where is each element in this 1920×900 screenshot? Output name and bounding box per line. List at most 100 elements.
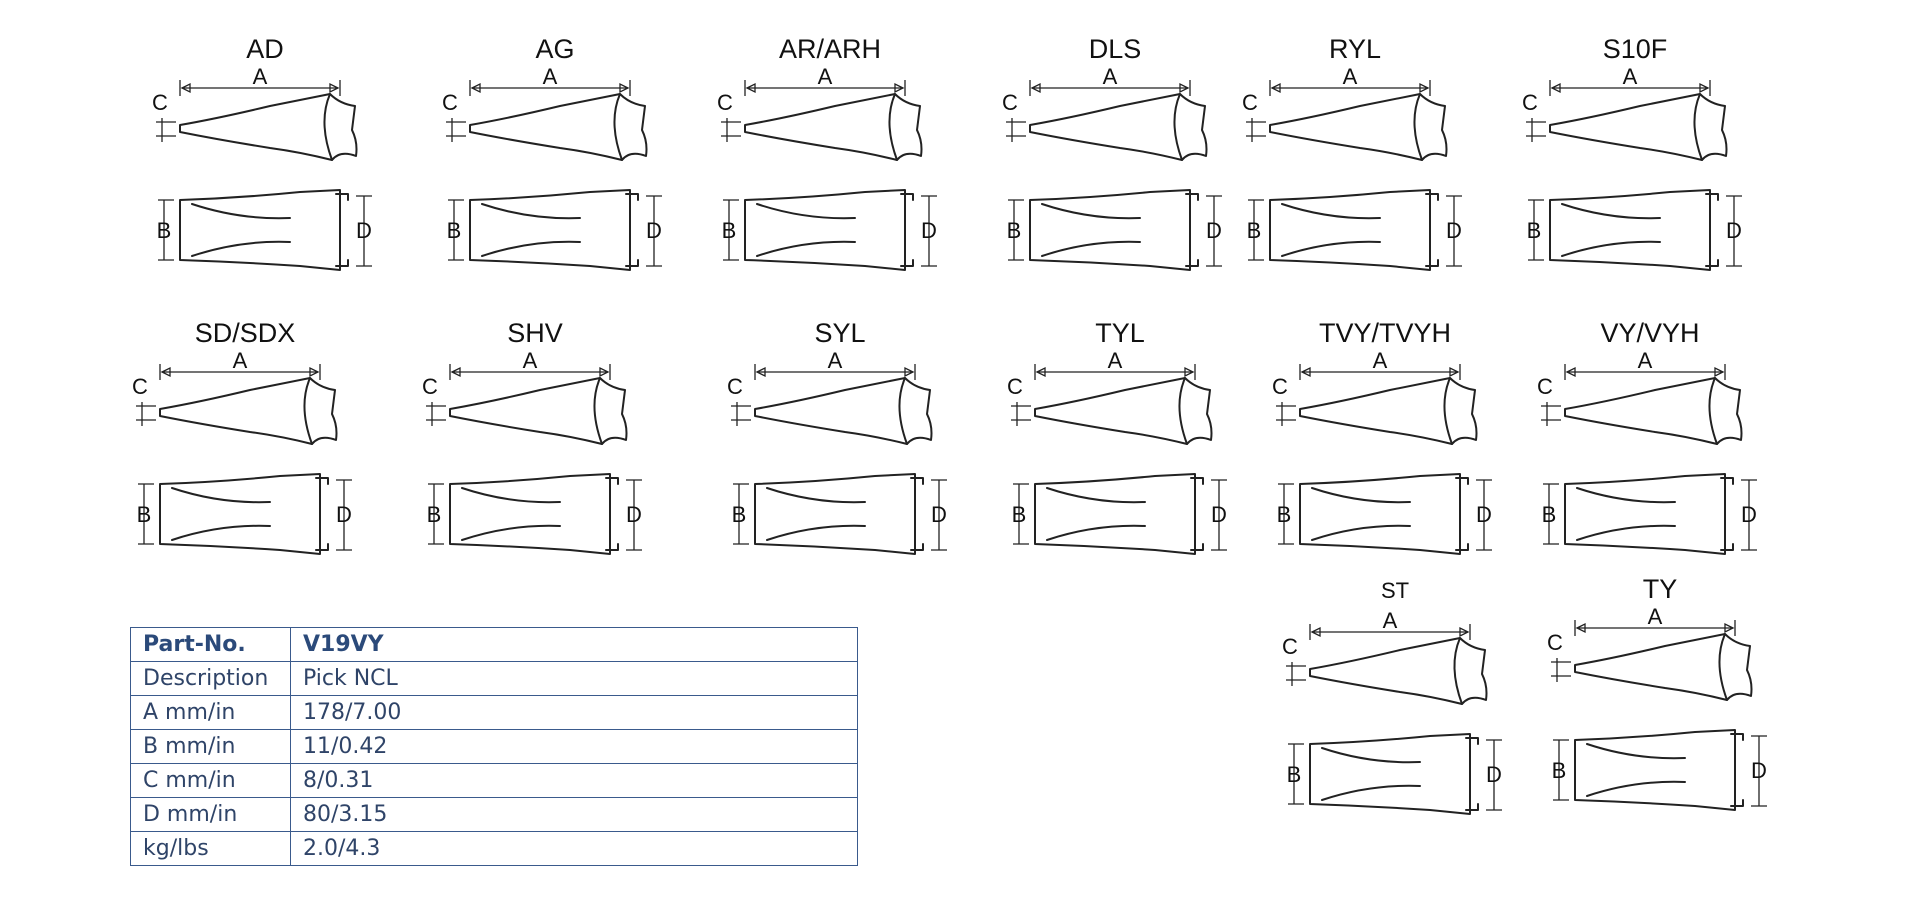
diagram-title: VY/VYH xyxy=(1600,318,1700,348)
dim-label-c: C xyxy=(1007,374,1023,399)
dim-line-b xyxy=(158,199,174,261)
dim-line-b xyxy=(428,483,444,545)
dim-line-d xyxy=(1476,479,1492,551)
spec-label: Part-No. xyxy=(130,627,291,662)
dim-line-c xyxy=(1246,118,1266,142)
dim-line-d xyxy=(1211,479,1227,551)
dim-line-d xyxy=(336,479,352,551)
tooth-drawing: A C B D xyxy=(1007,348,1227,555)
dim-label-a: A xyxy=(253,64,268,89)
dim-label-d: D xyxy=(646,218,662,243)
side-view-detail xyxy=(1708,377,1718,445)
dim-line-d xyxy=(646,195,662,267)
dim-label-c: C xyxy=(1537,374,1553,399)
dim-line-b xyxy=(448,199,464,261)
top-view-outline xyxy=(1549,189,1711,271)
dim-line-c xyxy=(136,402,156,426)
spec-label: A mm/in xyxy=(130,695,291,730)
diagram-title: SYL xyxy=(814,318,866,348)
top-view-adapter xyxy=(1185,193,1199,267)
dim-label-b: B xyxy=(1542,502,1557,527)
spec-value: 11/0.42 xyxy=(290,729,858,764)
dim-line-b xyxy=(723,199,739,261)
top-view-outline xyxy=(744,189,906,271)
dim-label-c: C xyxy=(442,90,458,115)
dim-label-c: C xyxy=(1547,630,1563,655)
dim-label-c: C xyxy=(1002,90,1018,115)
arrow-icon xyxy=(1035,366,1195,378)
side-view-outline xyxy=(1549,93,1728,161)
spec-value: Pick NCL xyxy=(290,661,858,696)
dim-line-d xyxy=(921,195,937,267)
side-view-detail xyxy=(1443,377,1453,445)
dim-label-c: C xyxy=(422,374,438,399)
arrow-icon xyxy=(160,366,320,378)
side-view-outline xyxy=(1574,633,1753,701)
dim-label-d: D xyxy=(626,502,642,527)
dim-line-b xyxy=(1528,199,1544,261)
dim-line-d xyxy=(1446,195,1462,267)
arrow-icon xyxy=(1270,82,1430,94)
top-view-detail xyxy=(766,487,866,541)
side-view-outline xyxy=(1299,377,1478,445)
side-view-outline xyxy=(179,93,358,161)
dim-label-d: D xyxy=(336,502,352,527)
dim-line-b xyxy=(1008,199,1024,261)
dim-label-d: D xyxy=(1211,502,1227,527)
diagram-title: SHV xyxy=(507,318,563,348)
dim-label-c: C xyxy=(1242,90,1258,115)
diagram-title: TVY/TVYH xyxy=(1318,318,1452,348)
dim-label-c: C xyxy=(132,374,148,399)
dim-line-c xyxy=(721,118,741,142)
dim-line-a xyxy=(1029,80,1191,96)
spec-value: 2.0/4.3 xyxy=(290,831,858,866)
dim-label-b: B xyxy=(1012,502,1027,527)
top-view-adapter xyxy=(1465,737,1479,811)
dim-label-a: A xyxy=(1108,348,1123,373)
dim-line-a xyxy=(1549,80,1711,96)
arrow-icon xyxy=(180,82,340,94)
side-view-outline xyxy=(159,377,338,445)
side-view-outline xyxy=(469,93,648,161)
side-view-outline xyxy=(754,377,933,445)
side-view-outline xyxy=(1564,377,1743,445)
dim-label-c: C xyxy=(1272,374,1288,399)
top-view-adapter xyxy=(1455,477,1469,551)
top-view-detail xyxy=(1321,747,1421,801)
side-view-detail xyxy=(888,93,898,161)
dim-label-d: D xyxy=(356,218,372,243)
arrow-icon xyxy=(1310,626,1470,638)
side-view-detail xyxy=(613,93,623,161)
diagram-title: S10F xyxy=(1602,34,1668,64)
top-view-detail xyxy=(1281,203,1381,257)
diagram-title: AR/ARH xyxy=(778,34,881,64)
top-view-outline xyxy=(1309,733,1471,815)
dim-label-c: C xyxy=(1522,90,1538,115)
side-view-detail xyxy=(1693,93,1703,161)
spec-row: Part-No.V19VY xyxy=(130,627,858,662)
dim-line-a xyxy=(1574,620,1736,636)
dim-label-b: B xyxy=(1277,502,1292,527)
dim-line-c xyxy=(1286,662,1306,686)
side-view-detail xyxy=(1413,93,1423,161)
dim-line-b xyxy=(1278,483,1294,545)
